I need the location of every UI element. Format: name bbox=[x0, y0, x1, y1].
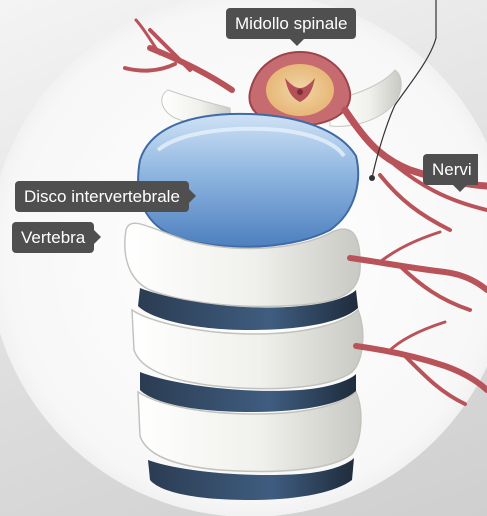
label-spinal-cord: Midollo spinale bbox=[226, 8, 356, 39]
label-nerves: Nervi bbox=[423, 154, 478, 185]
label-intervertebral-disc: Disco intervertebrale bbox=[15, 181, 189, 212]
label-vertebra: Vertebra bbox=[12, 222, 94, 253]
